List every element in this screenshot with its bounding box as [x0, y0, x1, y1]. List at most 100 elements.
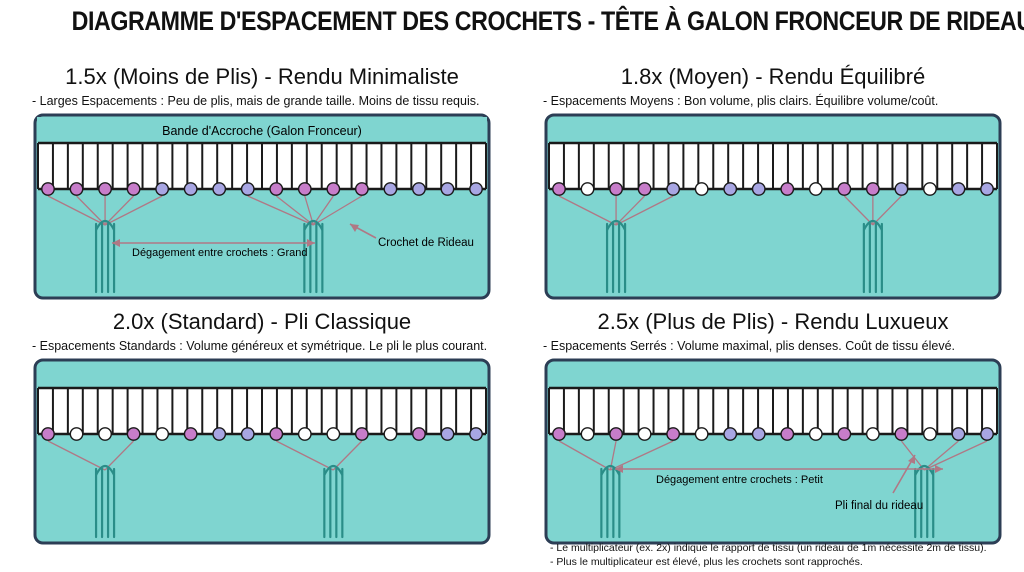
hook-dot — [440, 182, 455, 196]
hook-dot — [666, 182, 681, 196]
arrow-head-right-icon — [935, 465, 943, 473]
curtain-hook-icon — [303, 219, 324, 294]
hook-dot — [552, 427, 566, 441]
hook-dot — [41, 182, 55, 196]
hook-top — [600, 464, 621, 476]
connection-arrow — [47, 440, 106, 471]
hook-dot — [354, 182, 369, 196]
hook-dot — [865, 182, 880, 196]
curtain-hooks — [94, 219, 324, 294]
curtain-hooks — [94, 464, 344, 539]
hook-dots — [552, 427, 994, 441]
connection-arrow — [275, 195, 314, 226]
connection-arrow — [47, 195, 106, 226]
hook-dot — [865, 427, 880, 441]
footnote: - Plus le multiplicateur est élevé, plus… — [550, 556, 863, 568]
hook-dot — [412, 182, 426, 196]
connection-arrow — [900, 440, 925, 471]
hook-top — [323, 464, 344, 476]
hook-dot — [41, 427, 55, 441]
tape-strip — [548, 386, 998, 436]
hook-dot — [183, 427, 198, 441]
connection-arrow — [247, 195, 314, 226]
hook-dot — [326, 427, 341, 441]
hook-dot — [923, 182, 937, 196]
connection-arrow — [610, 440, 674, 471]
hook-dot — [440, 427, 455, 441]
panel-title: 2.5x (Plus de Plis) - Rendu Luxueux — [597, 309, 949, 334]
hook-top — [303, 219, 324, 231]
hook-dot — [126, 182, 141, 196]
hook-dot — [837, 427, 852, 441]
connection-arrows — [47, 440, 363, 471]
hook-dot — [780, 182, 795, 196]
hook-dot — [212, 182, 227, 196]
hook-dot — [980, 182, 994, 196]
clearance-annotation: Dégagement entre crochets : Grand — [112, 239, 315, 259]
hook-top — [95, 464, 116, 476]
hook-spacing-diagram — [33, 358, 491, 545]
panel-description: - Espacements Moyens : Bon volume, plis … — [543, 94, 939, 108]
clearance-label: Dégagement entre crochets : Petit — [656, 474, 823, 486]
hook-dot — [383, 427, 398, 441]
connection-arrow — [313, 195, 363, 226]
hook-dot — [412, 427, 426, 441]
connection-arrow — [923, 440, 959, 471]
hook-dot — [326, 182, 341, 196]
footnotes: - Le multiplicateur (ex. 2x) indique le … — [550, 541, 1020, 569]
hook-dot — [951, 182, 966, 196]
curtain-hook-icon — [605, 219, 627, 294]
hook-dot — [552, 182, 566, 196]
hook-dot — [469, 182, 483, 196]
clearance-annotation: Dégagement entre crochets : Petit — [615, 465, 943, 486]
connection-arrow — [104, 195, 163, 226]
hook-dot — [297, 182, 312, 196]
hook-dot — [808, 182, 823, 196]
hook-dot — [212, 427, 227, 441]
pointer-head-icon — [908, 455, 915, 464]
tape-strip — [37, 141, 487, 191]
hook-dot — [240, 427, 255, 441]
band-label: Bande d'Accroche (Galon Fronceur) — [162, 124, 362, 138]
hook-spacing-diagram: Bande d'Accroche (Galon Fronceur) Dégage… — [33, 113, 491, 300]
hook-dot — [894, 427, 909, 441]
connection-arrow — [615, 195, 674, 226]
arrow-head-left-icon — [112, 239, 120, 247]
connection-arrow — [923, 440, 988, 471]
tape-strip — [37, 386, 487, 436]
hook-dot — [269, 427, 284, 441]
panel-description: - Larges Espacements : Peu de plis, mais… — [32, 94, 480, 108]
hook-dot — [155, 427, 170, 441]
hook-dot — [240, 182, 255, 196]
connection-arrow — [558, 195, 617, 226]
hook-dot — [98, 182, 112, 196]
hook-dot — [694, 182, 709, 196]
hook-dot — [894, 182, 909, 196]
fold-label: Pli final du rideau — [835, 500, 923, 512]
connection-arrows — [558, 195, 902, 226]
arrow-head-left-icon — [615, 465, 623, 473]
footnote: - Le multiplicateur (ex. 2x) indique le … — [550, 542, 987, 554]
curtain-hook-icon — [862, 219, 883, 294]
curtain-hook-icon — [914, 464, 935, 539]
panel-title: 1.5x (Moins de Plis) - Rendu Minimaliste — [65, 64, 459, 89]
hook-dot — [637, 427, 652, 441]
hook-dot — [297, 427, 312, 441]
hook-dot — [609, 182, 623, 196]
curtain-hooks — [600, 464, 935, 539]
hook-dot — [751, 427, 766, 441]
hook-dot — [751, 182, 766, 196]
hook-label: Crochet de Rideau — [378, 237, 474, 249]
hook-dot — [694, 427, 709, 441]
hook-dots — [41, 182, 483, 196]
hook-dot — [609, 427, 623, 441]
panel-description: - Espacements Standards : Volume généreu… — [32, 339, 488, 353]
pointer-head-icon — [350, 224, 359, 232]
hook-dot — [383, 182, 398, 196]
hook-dot — [723, 427, 738, 441]
connection-arrow — [104, 440, 135, 471]
hook-callout: Crochet de Rideau — [349, 223, 474, 249]
hook-dot — [808, 427, 823, 441]
hook-dot — [354, 427, 369, 441]
panel-title: 2.0x (Standard) - Pli Classique — [112, 309, 412, 334]
